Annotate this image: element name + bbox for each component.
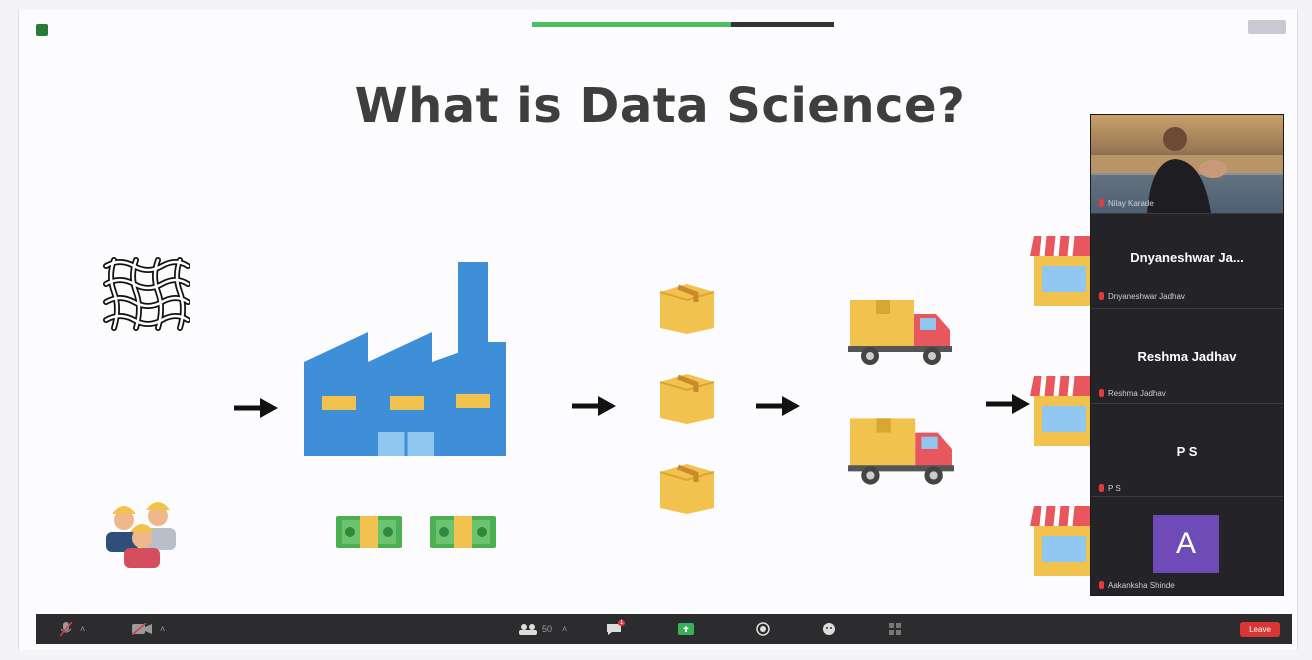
chat-badge: 1 — [618, 620, 626, 626]
apps-button[interactable] — [888, 614, 902, 644]
divider — [1091, 496, 1283, 497]
truck-icon — [848, 300, 952, 365]
store-icon — [1030, 236, 1096, 306]
participant-display-name: P S — [1176, 444, 1198, 459]
mute-button[interactable]: ˄ — [60, 614, 85, 644]
avatar: A — [1153, 515, 1219, 573]
participant-name-label: Nilay Karade — [1099, 199, 1154, 208]
share-progress-bar — [532, 22, 834, 27]
participant-name: Reshma Jadhav — [1108, 389, 1166, 398]
participant-tile[interactable]: P S P S — [1091, 404, 1283, 496]
share-screen-button[interactable] — [678, 614, 694, 644]
shield-icon[interactable] — [36, 24, 48, 36]
video-icon — [132, 623, 152, 635]
divider — [1091, 213, 1283, 214]
view-options-button[interactable] — [1248, 20, 1286, 34]
record-button[interactable] — [756, 614, 770, 644]
participant-name: Aakanksha Shinde — [1108, 581, 1175, 590]
participant-name: P S — [1108, 484, 1121, 493]
participant-video-tile[interactable]: Nilay Karade — [1091, 115, 1283, 213]
video-button[interactable]: ˄ — [132, 614, 165, 644]
chat-icon — [607, 624, 621, 635]
apps-icon — [889, 623, 901, 635]
box-icon — [659, 284, 715, 334]
participant-name-label: Dnyaneshwar Jadhav — [1099, 292, 1185, 301]
participants-count: 50 — [542, 624, 553, 634]
arrow-icon — [572, 396, 616, 416]
chat-button[interactable]: 1 — [606, 614, 629, 644]
participant-name-label: P S — [1099, 484, 1121, 493]
participant-name: Dnyaneshwar Jadhav — [1108, 292, 1185, 301]
factory-icon — [304, 262, 506, 456]
arrow-icon — [986, 394, 1030, 414]
divider — [1091, 308, 1283, 309]
participants-icon — [519, 624, 537, 635]
workers-icon — [106, 502, 176, 568]
participant-tile[interactable]: A Aakanksha Shinde — [1091, 497, 1283, 595]
divider — [1091, 403, 1283, 404]
slide-title: What is Data Science? — [354, 78, 966, 134]
arrow-icon — [234, 398, 278, 418]
fabric-icon — [103, 257, 190, 331]
participant-tile[interactable]: Reshma Jadhav Reshma Jadhav — [1091, 309, 1283, 403]
share-icon — [678, 623, 694, 635]
record-icon — [756, 622, 770, 636]
mic-icon — [60, 622, 72, 636]
chevron-up-icon[interactable]: ˄ — [80, 624, 86, 634]
money-icon — [430, 516, 496, 548]
arrow-icon — [756, 396, 800, 416]
participant-tile[interactable]: Dnyaneshwar Ja... Dnyaneshwar Jadhav — [1091, 214, 1283, 308]
participants-button[interactable]: 50 ˄ — [518, 614, 567, 644]
mic-off-icon — [1099, 292, 1104, 300]
store-icon — [1030, 376, 1096, 446]
participant-display-name: Dnyaneshwar Ja... — [1130, 250, 1244, 265]
reactions-button[interactable] — [822, 614, 836, 644]
reactions-icon — [823, 623, 835, 635]
mic-off-icon — [1099, 389, 1104, 397]
mic-off-icon — [1099, 199, 1104, 207]
participant-name-label: Reshma Jadhav — [1099, 389, 1166, 398]
box-icon — [659, 464, 715, 514]
meeting-toolbar: ˄ ˄ 50 ˄ 1 Leave — [36, 614, 1292, 644]
mic-off-icon — [1099, 484, 1104, 492]
participant-name-label: Aakanksha Shinde — [1099, 581, 1175, 590]
store-icon — [1030, 506, 1096, 576]
mic-off-icon — [1099, 581, 1104, 589]
share-progress-fill — [532, 22, 732, 27]
chevron-up-icon[interactable]: ˄ — [562, 624, 568, 634]
chevron-up-icon[interactable]: ˄ — [160, 624, 166, 634]
box-icon — [659, 374, 715, 424]
speaker-video — [1091, 127, 1283, 213]
participant-name: Nilay Karade — [1108, 199, 1154, 208]
leave-button[interactable]: Leave — [1240, 622, 1280, 637]
participant-display-name: Reshma Jadhav — [1137, 349, 1237, 364]
money-icon — [336, 516, 402, 548]
truck-icon — [848, 418, 954, 485]
participants-gallery: Nilay Karade Dnyaneshwar Ja... Dnyaneshw… — [1090, 114, 1284, 596]
